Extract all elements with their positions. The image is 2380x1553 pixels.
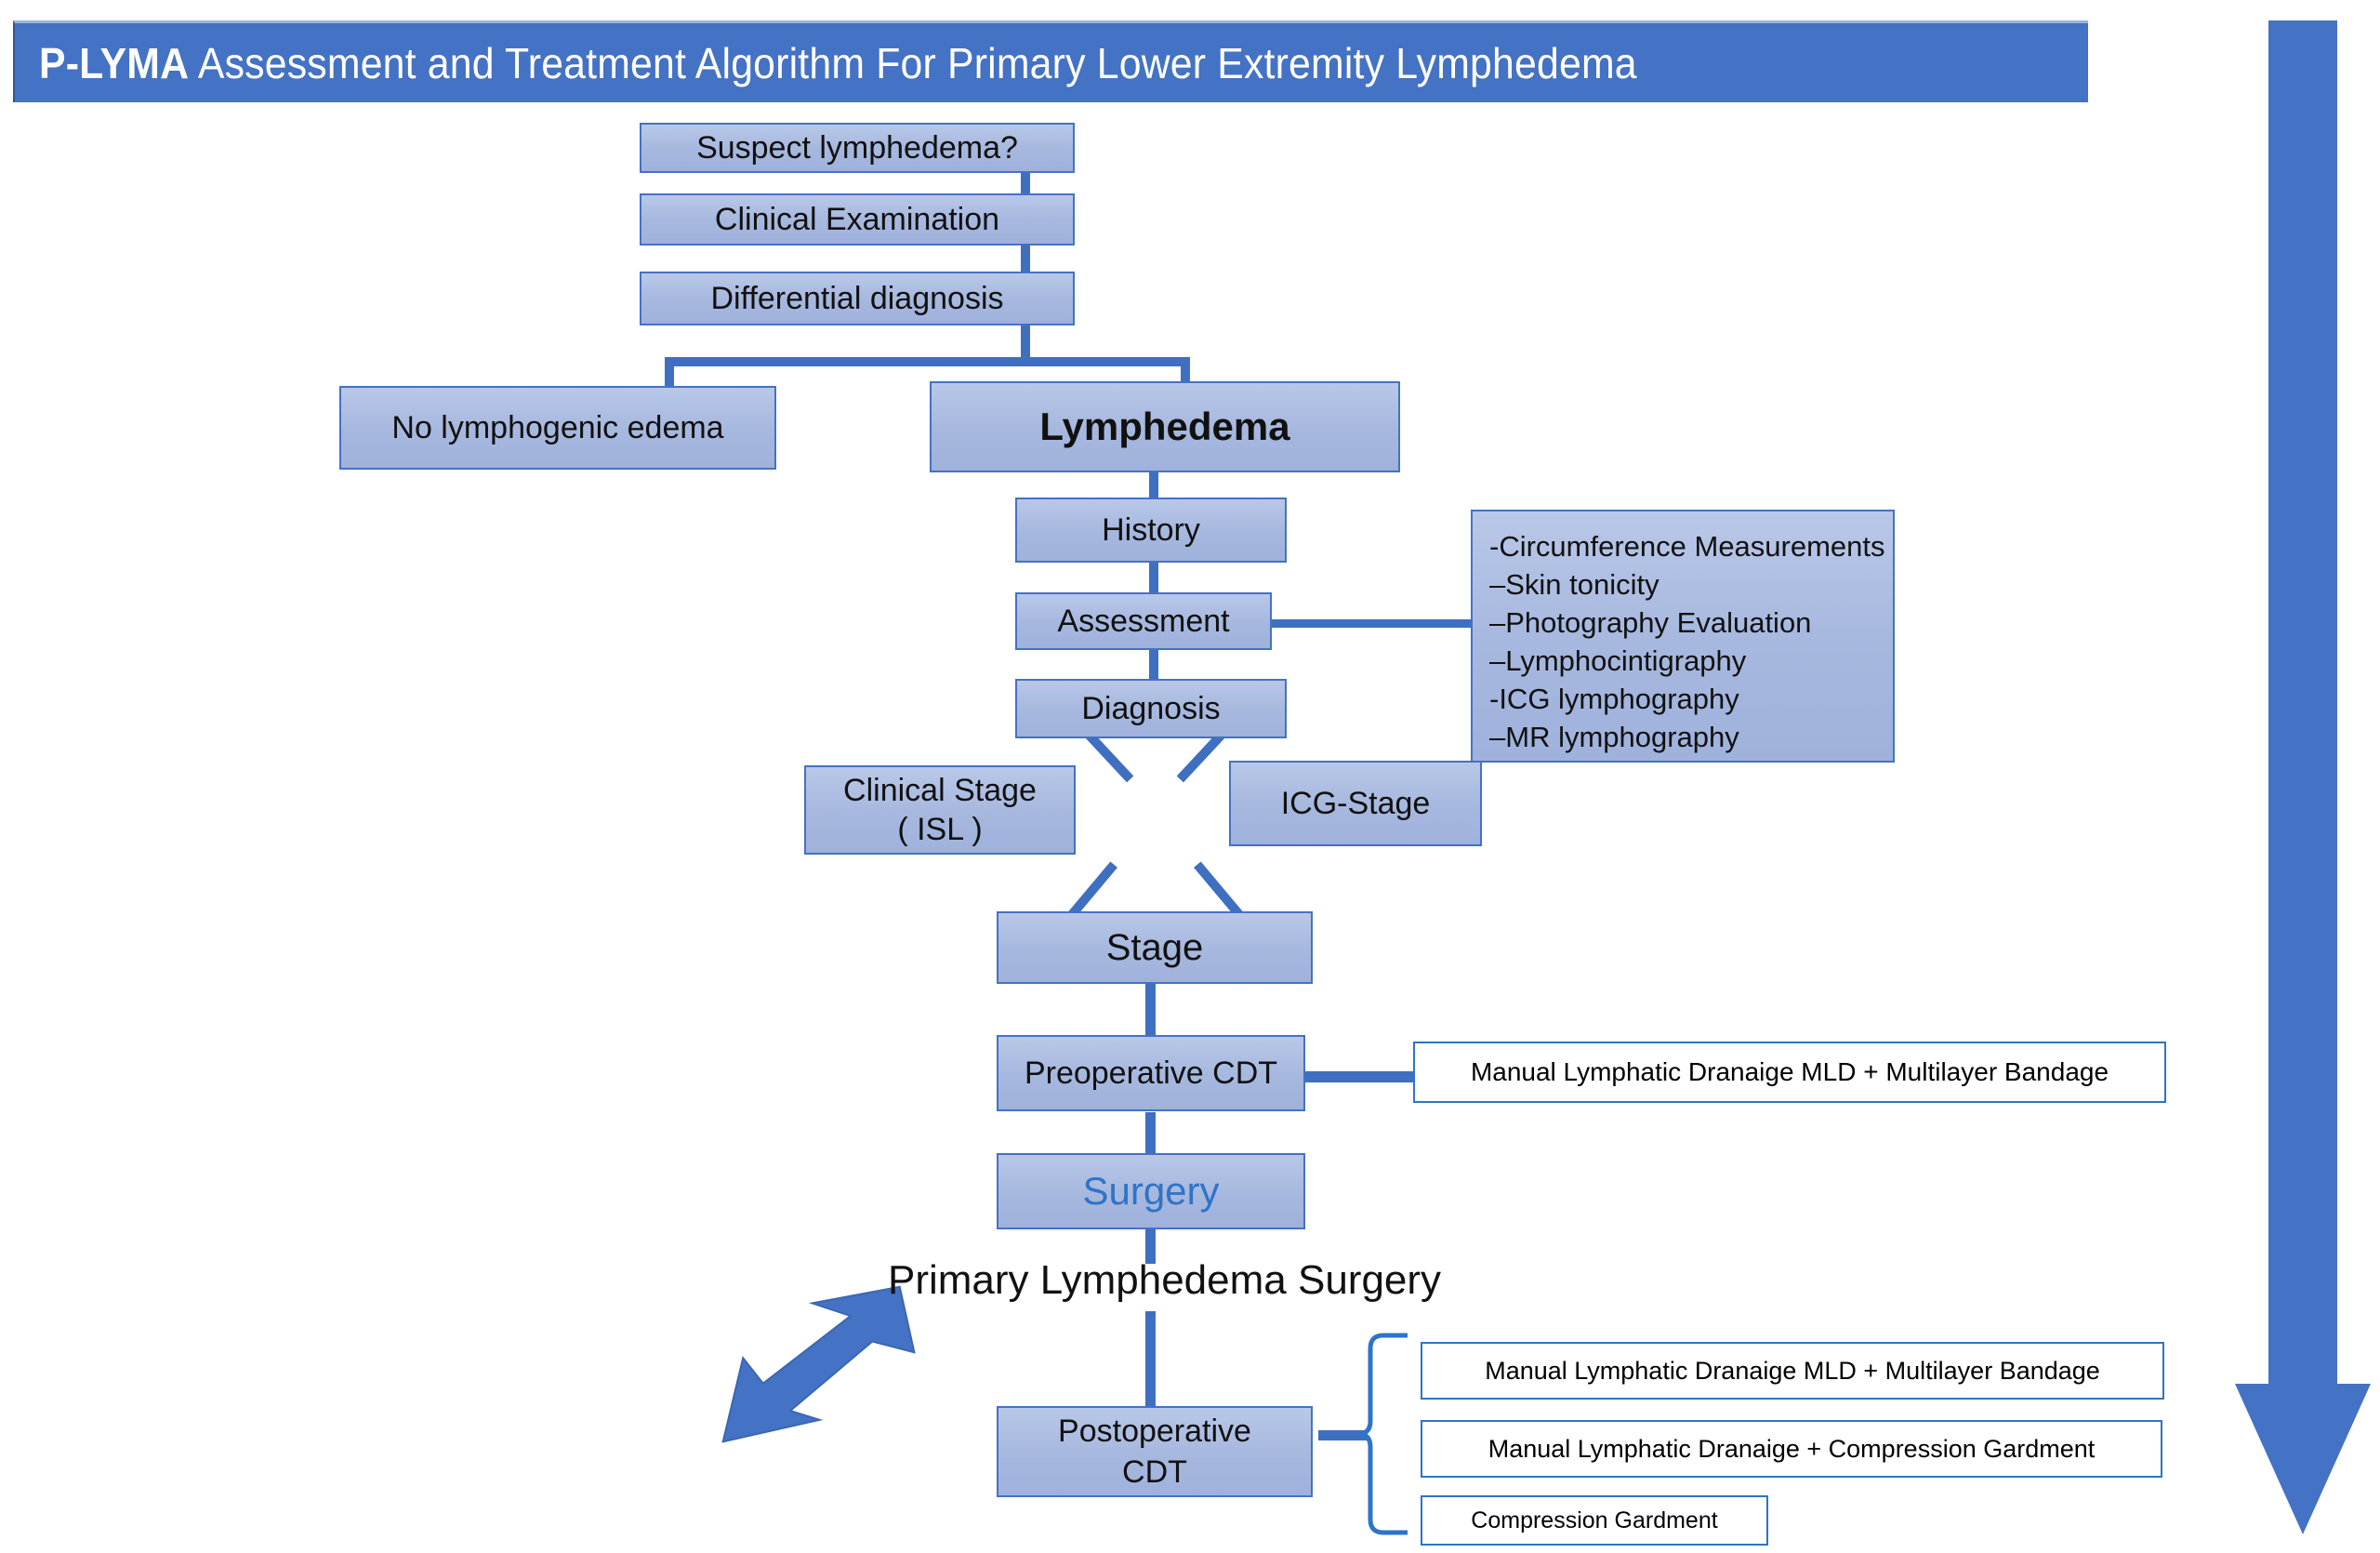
connector-to-no-lymphogenic xyxy=(665,357,674,389)
connector-split-bar xyxy=(665,357,1190,366)
node-clinical-examination[interactable]: Clinical Examination xyxy=(640,193,1075,246)
node-preop-detail[interactable]: Manual Lymphatic Dranaige MLD + Multilay… xyxy=(1413,1042,2166,1103)
node-suspect-lymphedema[interactable]: Suspect lymphedema? xyxy=(640,123,1075,173)
node-icg-stage[interactable]: ICG-Stage xyxy=(1229,761,1482,846)
connector-assessment-to-diagnosis xyxy=(1149,649,1158,679)
connector-preop-to-detail xyxy=(1302,1071,1413,1082)
connector-postop-to-brace xyxy=(1318,1430,1367,1440)
page-title-prefix: P-LYMA xyxy=(39,38,190,87)
page-title: P-LYMA Assessment and Treatment Algorith… xyxy=(39,38,1637,88)
connector-surgery-to-caption xyxy=(1145,1229,1156,1264)
node-assessment[interactable]: Assessment xyxy=(1015,592,1272,650)
node-stage[interactable]: Stage xyxy=(997,911,1313,984)
right-curly-brace-icon xyxy=(1360,1333,1408,1535)
connector-assessment-to-methods xyxy=(1272,619,1472,628)
southwest-arrow-icon xyxy=(721,1285,916,1443)
node-postop-detail-2[interactable]: Manual Lymphatic Dranaige + Compression … xyxy=(1421,1420,2162,1478)
node-assessment-methods[interactable]: -Circumference Measurements –Skin tonici… xyxy=(1471,510,1895,763)
node-lymphedema[interactable]: Lymphedema xyxy=(930,381,1400,472)
connector-differential-stub xyxy=(1021,324,1030,363)
node-postoperative-cdt[interactable]: Postoperative CDT xyxy=(997,1406,1313,1497)
page-title-rest: Assessment and Treatment Algorithm For P… xyxy=(189,38,1637,87)
connector-preop-to-surgery xyxy=(1145,1112,1156,1156)
node-history[interactable]: History xyxy=(1015,498,1287,563)
surgery-caption: Primary Lymphedema Surgery xyxy=(888,1257,1442,1303)
connector-stage-to-preop xyxy=(1145,983,1156,1037)
down-arrow-icon xyxy=(2235,20,2371,1534)
connector-exam-to-differential xyxy=(1021,244,1030,275)
node-postop-detail-1[interactable]: Manual Lymphatic Dranaige MLD + Multilay… xyxy=(1421,1342,2164,1400)
node-preoperative-cdt[interactable]: Preoperative CDT xyxy=(997,1035,1305,1111)
node-clinical-stage-isl[interactable]: Clinical Stage ( ISL ) xyxy=(804,765,1076,855)
connector-to-lymphedema xyxy=(1181,357,1190,383)
node-postop-detail-3[interactable]: Compression Gardment xyxy=(1421,1495,1768,1546)
page-title-banner: P-LYMA Assessment and Treatment Algorith… xyxy=(13,20,2088,102)
connector-caption-to-postop xyxy=(1145,1311,1156,1406)
connector-suspect-to-exam xyxy=(1021,169,1030,197)
connector-history-to-assessment xyxy=(1149,563,1158,592)
node-diagnosis[interactable]: Diagnosis xyxy=(1015,679,1287,738)
node-no-lymphogenic-edema[interactable]: No lymphogenic edema xyxy=(339,386,776,470)
node-surgery[interactable]: Surgery xyxy=(997,1153,1305,1229)
connector-lymphedema-to-history xyxy=(1149,470,1158,498)
node-differential-diagnosis[interactable]: Differential diagnosis xyxy=(640,272,1075,325)
